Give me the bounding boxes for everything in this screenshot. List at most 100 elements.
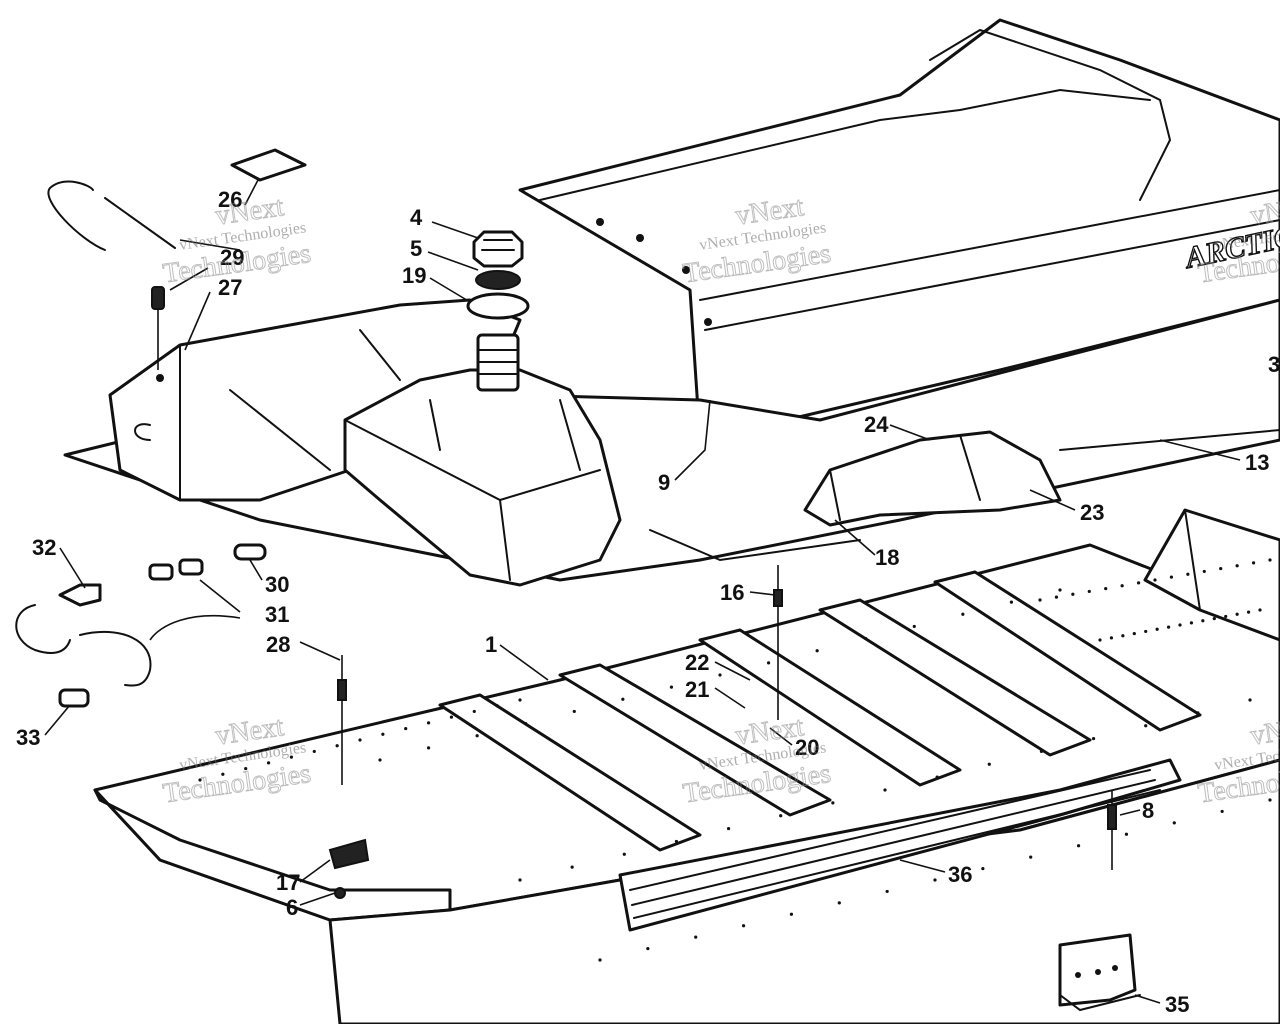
rivet-dot [244,766,248,771]
rivet-dot [718,673,722,677]
rivet-dot [1196,711,1200,715]
rivet-dot [1169,575,1174,579]
callout-22: 22 [685,650,709,675]
rivet-dot [1120,584,1124,588]
callout-18: 18 [875,545,899,570]
rivet-dot [1248,698,1252,702]
callout-29: 29 [220,245,244,270]
rivet-dot [864,636,868,641]
callout-21: 21 [685,677,709,702]
rivet-dot [1121,634,1125,638]
rivet-dot [883,788,887,792]
rivet-dot [935,775,939,779]
callout-24: 24 [864,412,889,437]
rivet-dot [831,801,835,805]
rivet-dot [1132,631,1136,636]
callout-13: 13 [1245,450,1269,475]
rivet-dot [475,734,479,738]
rivet-dot [1178,623,1182,627]
rivet-dot [981,866,985,871]
rivet-dot [1258,608,1262,612]
callout-35: 35 [1165,992,1189,1017]
tunnel-strips [438,570,1202,852]
rivet-dot [726,826,731,831]
rivet-dot [426,746,431,750]
rivet-dot [472,709,476,714]
rivet-dot [1224,614,1228,619]
leader-lines [44,179,1241,1004]
rivet-dot [1235,612,1239,616]
rear-bracket [1143,508,1280,642]
callout-5: 5 [410,236,422,261]
rivet-dot [1155,627,1159,631]
rivet-dot [1054,595,1059,599]
rivet-dot [1109,636,1114,640]
rivet-dot [1038,598,1042,602]
rivet-dot [289,755,294,759]
rivet-dot [1009,600,1014,604]
rivet-dot [912,624,916,629]
rivet-dot [1076,844,1081,848]
rivet-dot [335,744,339,748]
rivet-dot [1172,821,1176,825]
callout-32: 32 [32,535,56,560]
rivet-dot [570,865,574,869]
rivet-dot [266,761,271,765]
rivet-dot [837,901,841,905]
callout-6: 6 [286,895,298,920]
filler-assembly [466,230,530,392]
callout-30: 30 [265,572,289,597]
rivet-dot [961,612,965,616]
rivet-dot [987,762,991,766]
rivet-dot [1144,629,1148,634]
rivet-dot [741,924,746,928]
rivet-dot [1202,569,1206,574]
rivet-dot [1071,592,1075,596]
callout-31: 31 [265,602,289,627]
callout-4: 4 [410,205,423,230]
callout-20: 20 [795,735,819,760]
rivet-dot [358,738,362,742]
callout-19: 19 [402,263,426,288]
hoses-lower-left [15,543,267,708]
rivet-dot [449,715,454,719]
rivet-dot [518,878,522,882]
decal-26 [230,148,307,182]
rivet-dot [221,772,225,776]
seat-support [803,429,1280,527]
rivet-dot [1058,588,1062,592]
rivet-dot [426,721,431,725]
rivet-dot [1212,616,1216,621]
rivet-dot [885,889,889,894]
rivet-pattern [198,558,1272,962]
rivet-dot [518,698,522,702]
rivet-dot [1166,625,1171,629]
rivet-dot [1104,586,1108,591]
rivet-dot [524,721,528,726]
rivet-dot [694,935,698,939]
rivet-dot [1189,621,1194,625]
side-trim [618,758,1182,932]
rivet-dot [572,709,576,714]
rivet-dot [766,661,771,665]
callout-33: 33 [16,725,40,750]
callout-1: 1 [485,632,497,657]
callout-3: 3 [1268,352,1280,377]
callout-17: 17 [276,870,300,895]
callouts: 26 29 27 4 5 19 9 24 13 23 18 32 30 31 2… [16,187,1280,1017]
rivet-dot [404,726,408,731]
rivet-dot [622,852,626,856]
rivet-dot [779,814,783,818]
rivet-dot [1098,638,1102,642]
rivet-dot [933,878,937,882]
hoses-upper-left [47,180,176,251]
rivet-dot [1219,566,1223,571]
callout-8: 8 [1142,798,1154,823]
rivet-dot [1153,578,1157,582]
callout-23: 23 [1080,500,1104,525]
fitting-28 [151,286,165,370]
rivet-dot [495,704,499,708]
rivet-dot [674,839,679,844]
rivet-dot [1091,736,1096,741]
